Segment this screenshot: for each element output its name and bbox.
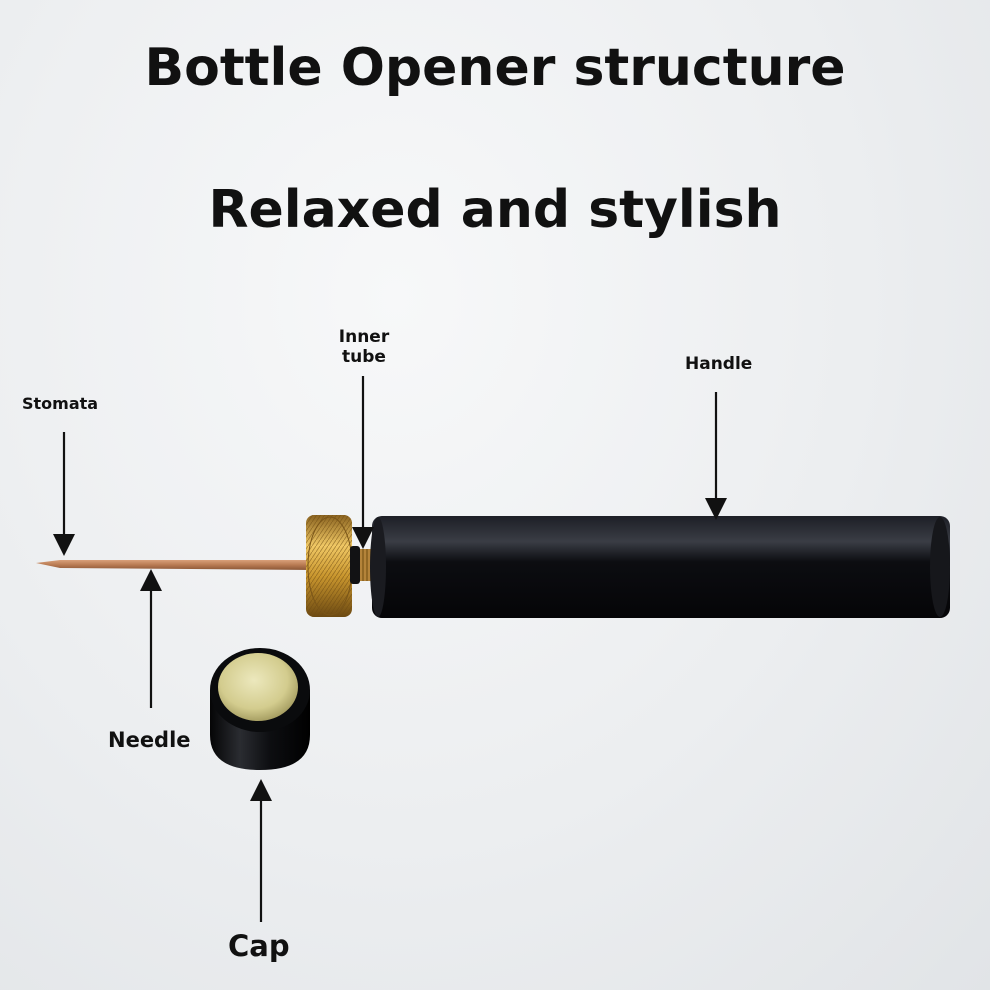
cap-label: Cap xyxy=(228,929,290,963)
inner-tube-label: Inner tube xyxy=(330,327,398,367)
page-title: Bottle Opener structure xyxy=(144,38,846,98)
needle-part xyxy=(36,560,312,570)
handle-label: Handle xyxy=(685,354,753,374)
needle-label: Needle xyxy=(108,728,191,752)
page-subtitle: Relaxed and stylish xyxy=(208,180,782,240)
handle-part xyxy=(370,516,950,618)
stomata-label: Stomata xyxy=(22,394,99,413)
inner-tube-label-line2: tube xyxy=(342,346,386,367)
knurled-nut xyxy=(306,515,353,617)
inner-tube-label-line1: Inner xyxy=(338,327,390,347)
cap-part xyxy=(210,648,310,770)
